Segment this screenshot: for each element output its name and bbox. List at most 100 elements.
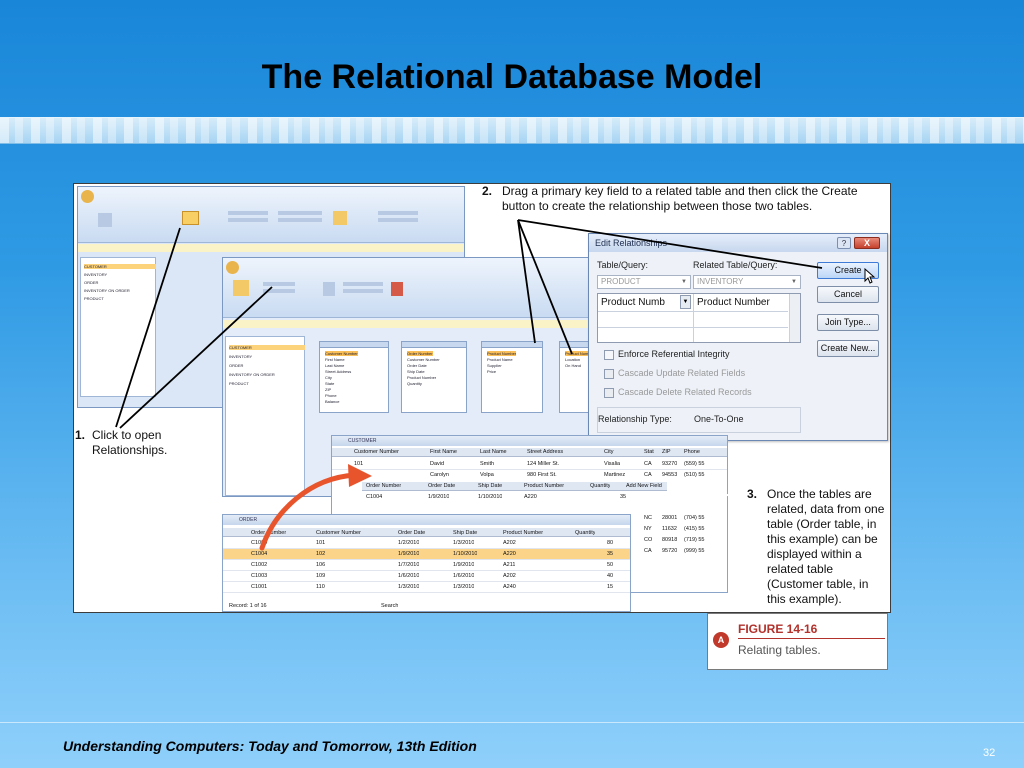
table-cell[interactable]: 110 [316, 584, 325, 590]
ribbon-icon[interactable] [378, 218, 418, 222]
column-header[interactable]: Stat [644, 449, 654, 455]
column-header[interactable]: Product Number [503, 530, 544, 536]
chevron-down-icon[interactable]: ▼ [680, 295, 691, 309]
create-new-button[interactable]: Create New... [817, 340, 879, 357]
nav-item-inventory-on-order[interactable]: INVENTORY ON ORDER [229, 372, 275, 377]
nav-item-inventory[interactable]: INVENTORY [229, 354, 253, 359]
table-cell[interactable]: Visalia [604, 461, 621, 467]
column-header[interactable]: Order Date [398, 530, 426, 536]
column-header[interactable]: City [604, 449, 614, 455]
table-cell[interactable]: C1002 [251, 562, 268, 568]
table-cell[interactable]: 1/2/2010 [398, 540, 420, 546]
nav-item-inventory-on-order[interactable]: INVENTORY ON ORDER [84, 288, 130, 293]
table-cell[interactable]: CA [644, 472, 652, 478]
record-navigator[interactable]: Record: 1 of 16 [229, 603, 267, 609]
related-table-query-select[interactable]: INVENTORY ▼ [693, 275, 801, 289]
nav-item-inventory[interactable]: INVENTORY [84, 272, 108, 277]
table-cell[interactable]: 80918 [662, 537, 678, 543]
table-cell[interactable]: 35 [620, 494, 627, 500]
table-cell[interactable]: CA [644, 461, 652, 467]
table-cell[interactable]: 94553 [662, 472, 678, 478]
join-type-button[interactable]: Join Type... [817, 314, 879, 331]
table-cell[interactable]: CO [644, 537, 653, 543]
order-table-titlebar[interactable] [223, 515, 630, 525]
column-header[interactable]: Customer Number [316, 530, 361, 536]
ribbon-icon[interactable] [343, 282, 383, 286]
table-cell[interactable]: A211 [503, 562, 516, 568]
ribbon-icon[interactable] [378, 211, 418, 215]
relationship-card-order[interactable]: Order Number Customer Number Order Date … [401, 341, 467, 413]
table-cell[interactable]: 1/9/2010 [453, 562, 475, 568]
column-header[interactable]: Street Address [527, 449, 564, 455]
ribbon-icon[interactable] [323, 282, 335, 296]
nav-item-customer[interactable]: CUSTOMER [84, 264, 156, 269]
table-cell[interactable]: David [430, 461, 445, 467]
table-cell[interactable]: (999) 55 [684, 548, 705, 554]
table-cell[interactable]: 124 Miller St. [527, 461, 560, 467]
office-button-icon[interactable] [81, 190, 94, 203]
table-cell[interactable]: 35 [607, 551, 614, 557]
ribbon-icon[interactable] [263, 289, 295, 293]
table-cell[interactable]: C1000 [251, 540, 268, 546]
ribbon-icon[interactable] [228, 218, 268, 222]
table-cell[interactable]: 1/6/2010 [453, 573, 475, 579]
table-cell[interactable]: NY [644, 526, 652, 532]
nav-item-product[interactable]: PRODUCT [84, 296, 104, 301]
primary-field-cell[interactable]: Product Numb [601, 297, 665, 308]
table-cell[interactable]: NC [644, 515, 652, 521]
ribbon-icon[interactable] [228, 211, 268, 215]
nav-item-order[interactable]: ORDER [84, 280, 99, 285]
search-box[interactable]: Search [381, 603, 399, 609]
table-cell[interactable]: A202 [503, 540, 516, 546]
relationship-card-customer[interactable]: Customer Number First Name Last Name Str… [319, 341, 389, 413]
column-header[interactable]: Ship Date [478, 483, 503, 489]
table-cell[interactable]: 95720 [662, 548, 678, 554]
cascade-update-checkbox[interactable] [604, 369, 614, 379]
table-cell[interactable]: 1/3/2010 [453, 540, 475, 546]
table-cell[interactable]: C1004 [251, 551, 268, 557]
table-cell[interactable]: 106 [316, 562, 326, 568]
table-cell[interactable]: 40 [607, 573, 614, 579]
edit-relationships-icon[interactable] [233, 280, 249, 296]
table-cell[interactable]: 80 [607, 540, 614, 546]
column-header[interactable]: ZIP [662, 449, 671, 455]
column-header[interactable]: Last Name [480, 449, 507, 455]
table-query-select[interactable]: PRODUCT ▼ [597, 275, 691, 289]
table-cell[interactable]: 109 [316, 573, 326, 579]
table-cell[interactable]: 980 First St. [527, 472, 557, 478]
chevron-down-icon[interactable]: ▼ [681, 279, 687, 285]
relationship-card-product[interactable]: Product Number Product Name Supplier Pri… [481, 341, 543, 413]
column-header[interactable]: Add New Field [626, 483, 662, 489]
column-header[interactable]: Phone [684, 449, 700, 455]
table-cell[interactable]: 1/7/2010 [398, 562, 420, 568]
table-cell[interactable]: 1/6/2010 [398, 573, 420, 579]
column-header[interactable]: Product Number [524, 483, 565, 489]
ribbon-icon[interactable] [263, 282, 295, 286]
table-cell[interactable]: Carolyn [430, 472, 449, 478]
table-cell[interactable]: 101 [316, 540, 326, 546]
table-cell[interactable]: 101 [354, 461, 364, 467]
nav-item-product[interactable]: PRODUCT [229, 381, 249, 386]
ribbon-icon[interactable] [278, 211, 322, 215]
table-cell[interactable]: 102 [354, 472, 364, 478]
help-icon[interactable]: ? [837, 237, 851, 249]
table-cell[interactable]: Volpa [480, 472, 494, 478]
related-field-cell[interactable]: Product Number [697, 297, 770, 308]
table-cell[interactable]: A202 [503, 573, 516, 579]
table-cell[interactable]: (719) 55 [684, 537, 705, 543]
table-cell[interactable]: 50 [607, 562, 614, 568]
column-header[interactable]: Customer Number [354, 449, 399, 455]
grid-scrollbar[interactable] [789, 294, 800, 342]
table-cell[interactable]: Smith [480, 461, 495, 467]
table-cell[interactable]: (510) 55 [684, 472, 705, 478]
office-button-icon[interactable] [226, 261, 239, 274]
table-cell[interactable]: 1/10/2010 [453, 551, 478, 557]
table-cell[interactable]: 1/3/2010 [453, 584, 475, 590]
table-cell[interactable]: Martinez [604, 472, 626, 478]
table-cell[interactable]: 1/9/2010 [428, 494, 450, 500]
table-cell[interactable]: (559) 55 [684, 461, 705, 467]
column-header[interactable]: Ship Date [453, 530, 478, 536]
column-header[interactable]: Order Number [366, 483, 402, 489]
table-cell[interactable]: (415) 55 [684, 526, 705, 532]
table-cell[interactable]: 1/10/2010 [478, 494, 503, 500]
